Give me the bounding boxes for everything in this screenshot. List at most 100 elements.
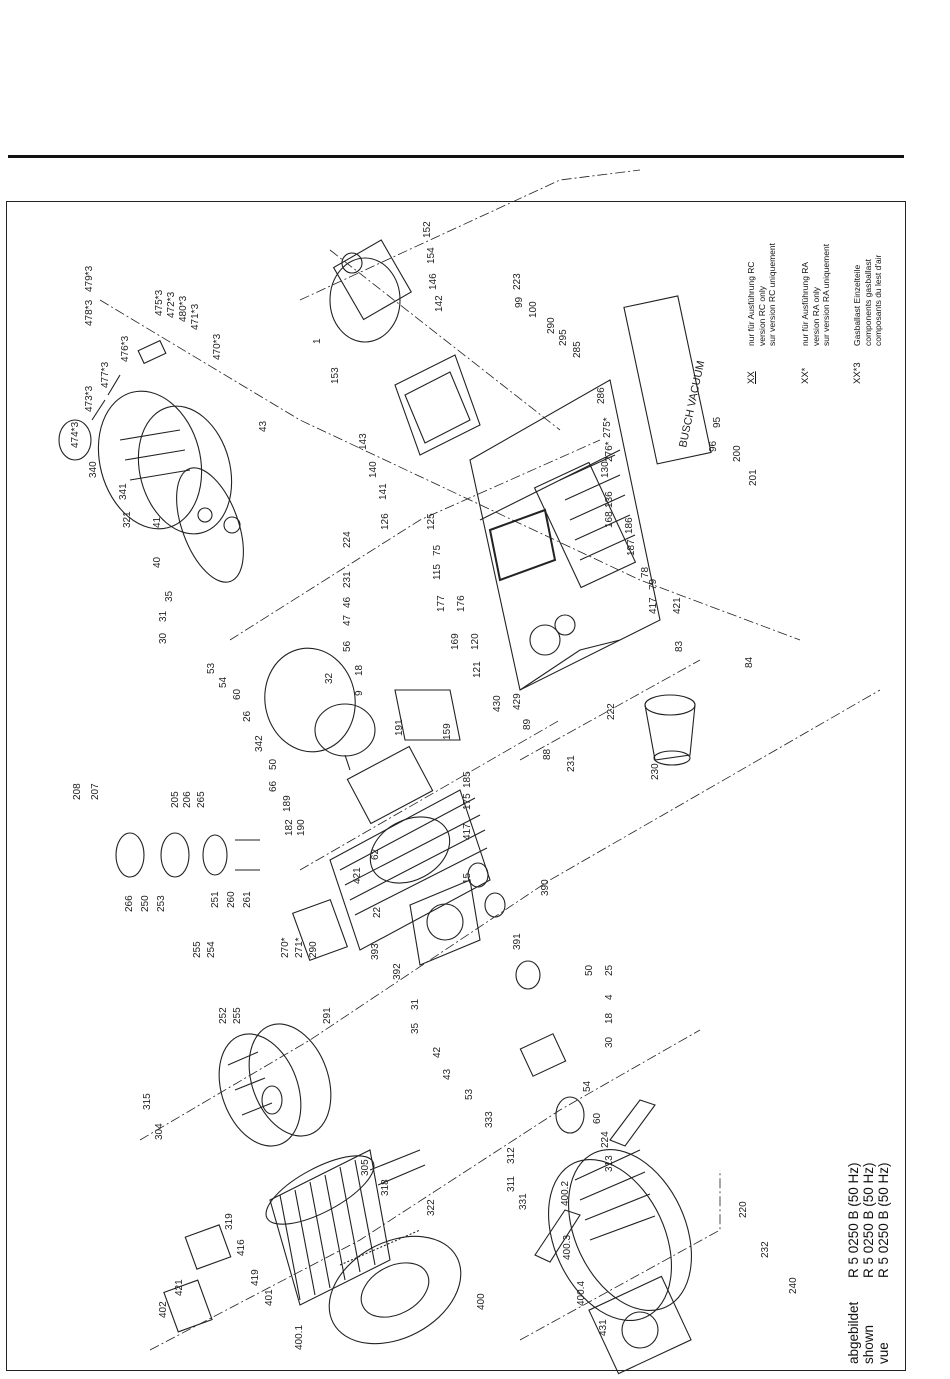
motor-rotor-fan [218,1023,332,1147]
callout-label: 472*3 [166,291,177,318]
callout-label: 154 [426,247,437,264]
callout-label: 60 [592,1112,603,1124]
legend-gasballast: XX*3 Gasballast Einzelteile components g… [852,255,884,384]
legend-line: version RC only [756,286,767,346]
terminal-box [163,1224,232,1333]
callout-label: 224 [342,531,353,548]
callout-label: 321 [122,511,133,528]
callout-label: 125 [426,513,437,530]
callout-label: 342 [254,735,265,752]
callout-label: 182 [284,819,295,836]
callout-label: 429 [512,693,523,710]
callout-label: 333 [484,1111,495,1128]
callout-label: 32 [324,672,335,684]
caption-row: shown R 5 0250 B (50 Hz) [861,1162,876,1364]
callout-label: 311 [506,1176,517,1192]
callout-label: 53 [464,1088,475,1100]
callout-label: 421 [352,867,363,884]
callout-label: 78 [640,566,651,578]
callout-label: 290 [546,317,557,334]
callout-label: 187 [626,539,637,556]
callout-label: 477*3 [100,361,111,388]
callout-label: 476*3 [120,335,131,362]
callout-label: 175 [462,793,473,810]
callout-label: 30 [604,1036,615,1048]
filter-plates [534,1099,656,1263]
gas-ballast-valve [58,339,167,461]
legend-key: XX [746,371,757,384]
callout-label: 99 [514,296,525,308]
nameplate-cover [623,295,712,465]
oil-filter-100 [644,694,696,766]
callout-label: 40 [152,556,163,568]
callout-label: 290 [308,941,319,958]
callout-label: 15 [462,872,473,884]
legend-line: nur für Ausführung RC [746,261,756,346]
gasket-frame-185 [394,689,461,741]
callout-label: 143 [358,433,369,450]
callout-label: 152 [422,221,433,238]
callout-labels: 474*3 473*3 477*3 476*3 478*3 479*3 475*… [70,221,799,1350]
pressure-valve-assembly [115,832,349,962]
callout-label: 185 [462,771,473,788]
callout-label: 95 [712,416,723,428]
callout-label: 79 [648,578,659,590]
callout-label: 22 [372,906,383,918]
end-plate-26 [264,647,376,771]
callout-label: 271* [294,937,305,958]
callout-label: 1 [312,338,323,344]
caption-label: abgebildet [846,1301,861,1364]
callout-label: 60 [232,688,243,700]
callout-label: 223 [512,273,523,290]
callout-label: 391 [512,933,523,950]
callout-label: 31 [158,610,169,622]
callout-label: 43 [442,1068,453,1080]
callout-label: 392 [392,963,403,980]
inlet-flange [329,239,413,343]
callout-label: 96 [708,440,719,452]
callout-label: 231 [566,755,577,772]
callout-label: 84 [744,656,755,668]
callout-label: 322 [426,1199,437,1216]
callout-label: 471*3 [190,303,201,330]
oil-separator-housing [469,379,661,691]
callout-label: 140 [368,461,379,478]
filter-cover-140 [394,354,481,456]
callout-label: 341 [118,483,129,500]
callout-label: 479*3 [84,265,95,292]
callout-label: 53 [206,662,217,674]
callout-label: 313 [604,1155,615,1172]
callout-label: 18 [354,664,365,676]
callout-label: 100 [528,301,539,318]
callout-label: 35 [164,590,175,602]
legend-text: nur für Ausführung RC version RC only su… [746,243,778,346]
callout-label: 186 [624,517,635,534]
callout-label: 142 [434,295,445,312]
model-caption: abgebildet R 5 0250 B (50 Hz) shown R 5 … [846,1162,891,1364]
legend-text: nur für Ausführung RA version RA only su… [800,244,832,346]
callout-label: 206 [182,791,193,808]
callout-label: 286 [596,387,607,404]
motor-body [265,1149,426,1306]
callout-label: 121 [472,661,483,678]
motor-fan-cover [328,1229,462,1345]
legend-line: Gasballast Einzelteile [852,264,862,346]
callout-label: 295 [558,329,569,346]
callout-label: 201 [748,469,759,486]
callout-label: 168 [604,511,615,528]
legend-line: nur für Ausführung RA [800,261,810,346]
callout-label: 431 [598,1319,609,1336]
callout-label: 419 [250,1269,261,1286]
caption-model: R 5 0250 B (50 Hz) [876,1162,891,1278]
callout-label: 35 [410,1022,421,1034]
callout-label: 207 [90,783,101,800]
caption-label: shown [861,1324,876,1364]
legend-entry-ra: XX* nur für Ausführung RA version RA onl… [800,244,832,384]
callout-label: 331 [518,1193,529,1210]
callout-label: 231 [342,571,353,588]
caption-label: vue [876,1342,891,1364]
shaft-bearings [467,862,585,1134]
callout-label: 66 [268,780,279,792]
drawing-frame [6,201,906,1371]
